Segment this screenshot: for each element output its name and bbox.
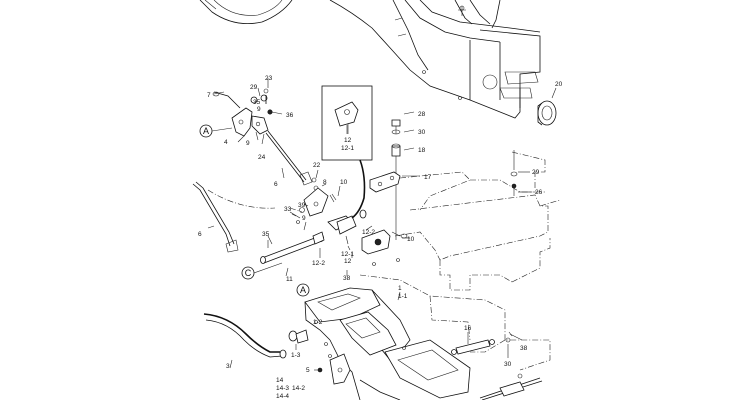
- rod-24: [265, 130, 313, 186]
- callout-17: 17: [424, 174, 432, 181]
- ref-marker-a-top: A: [199, 124, 233, 138]
- callout-7: 7: [207, 92, 211, 99]
- callout-33: 33: [284, 206, 292, 213]
- callout-39: 39: [298, 202, 306, 209]
- svg-text:C: C: [245, 268, 252, 278]
- bolt-29-26: [510, 150, 518, 196]
- callout-22: 22: [313, 162, 321, 169]
- callout-35b: 35: [262, 231, 270, 238]
- callout-12-2: 12-2: [312, 260, 325, 267]
- callout-10: 10: [340, 179, 348, 186]
- callout-30: 30: [418, 129, 426, 136]
- callout-29: 29: [250, 84, 258, 91]
- guide-curve: [207, 189, 303, 213]
- callout-12-1-box: 12-1: [341, 145, 354, 152]
- link-arc: [351, 159, 366, 219]
- callout-24: 24: [258, 154, 266, 161]
- callout-6b: 6: [198, 231, 202, 238]
- callout-12-2b: 12-2: [362, 229, 375, 236]
- seat-cover-fragment: [199, 0, 293, 25]
- callout-5: 5: [306, 367, 310, 374]
- bolt-stack-28-30-18: [391, 119, 401, 240]
- pin-38-right: [508, 331, 523, 341]
- bushing-12: [312, 209, 367, 251]
- damper-16: [451, 337, 511, 355]
- callout-26: 26: [535, 189, 543, 196]
- lever-3: [203, 313, 287, 359]
- callout-12-1: 12-1: [341, 251, 354, 258]
- callout-labels: 7 23 29 35 9 36 4 9 24 6 22 8 10 39 33 9…: [198, 75, 563, 400]
- callout-29b: 29: [532, 169, 540, 176]
- callout-8: 8: [323, 179, 327, 186]
- callout-14-2: 14-2: [292, 385, 305, 392]
- callout-1-3: 1-3: [291, 352, 301, 359]
- console-1: [304, 287, 471, 400]
- callout-9b: 9: [246, 140, 250, 147]
- callout-9: 9: [257, 106, 261, 113]
- lever-4-assembly: [212, 88, 273, 141]
- ref-marker-c: C: [241, 262, 283, 280]
- parts-1-3-5: [288, 329, 351, 385]
- callout-35: 35: [253, 99, 261, 106]
- ref-marker-a-mid: A: [296, 283, 310, 297]
- callout-30b: 30: [504, 361, 512, 368]
- grommet-20: [537, 100, 557, 126]
- callout-3: 3: [226, 363, 230, 370]
- callout-18: 18: [418, 147, 426, 154]
- floor-plate-outline: [394, 151, 561, 291]
- callout-36: 36: [286, 112, 294, 119]
- svg-text:A: A: [300, 285, 306, 295]
- callout-38: 38: [343, 275, 351, 282]
- callout-11: 11: [286, 276, 293, 283]
- callout-10b: 10: [407, 236, 415, 243]
- callout-38b: 38: [520, 345, 528, 352]
- callout-14-4: 14-4: [276, 393, 289, 400]
- bottom-rod: [479, 373, 543, 400]
- inset-box-12: [321, 85, 373, 161]
- callout-4: 4: [224, 139, 228, 146]
- callout-12: 12: [344, 258, 352, 265]
- callout-1-2: 1-2: [313, 319, 323, 326]
- bracket-12-2: [361, 229, 408, 266]
- bracket-17: [369, 171, 401, 193]
- callout-6: 6: [274, 181, 278, 188]
- callout-23: 23: [265, 75, 273, 82]
- callout-16: 16: [464, 325, 472, 332]
- callout-9c: 9: [302, 215, 306, 222]
- callout-12-box: 12: [344, 137, 352, 144]
- rod-6: [192, 181, 239, 253]
- callout-14-3: 14-3: [276, 385, 289, 392]
- svg-text:A: A: [203, 126, 209, 136]
- mount-plate-outline: [359, 274, 551, 371]
- leader-lines: [207, 78, 557, 371]
- callout-1-1: 1-1: [398, 293, 408, 300]
- callout-1: 1: [398, 285, 402, 292]
- frame-bracket-assembly: [329, 0, 541, 119]
- callout-28: 28: [418, 111, 426, 118]
- callout-14: 14: [276, 377, 284, 384]
- callout-20: 20: [555, 81, 563, 88]
